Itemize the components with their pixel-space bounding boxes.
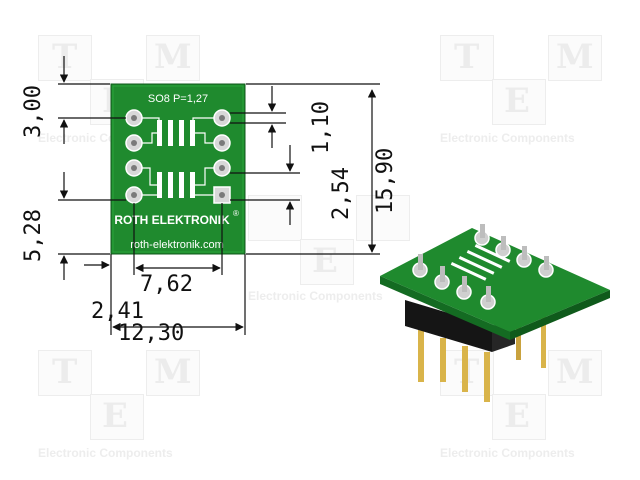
left-pads [125, 109, 143, 204]
brand-registered: ® [233, 209, 239, 218]
brand-line-1: ROTH ELEKTRONIK [114, 213, 230, 227]
photo-pcb [380, 224, 610, 340]
pcb-traces [142, 117, 214, 196]
dim-pad-height: 1,10 [309, 101, 334, 154]
header-pins [418, 312, 546, 402]
extension-lines [58, 83, 380, 335]
smd-footprint [157, 120, 195, 198]
dim-row-spacing: 7,62 [140, 272, 193, 297]
dim-total-height: 15,90 [373, 148, 398, 214]
right-pads [213, 109, 231, 204]
watermark-bottom-left: T M E Electronic Components [38, 350, 238, 460]
dimension-arrows [59, 56, 377, 332]
dim-pitch: 2,54 [329, 167, 354, 220]
watermark-top-right: T M E Electronic Components [440, 35, 640, 145]
pcb-board: SO8 P=1,27 [110, 83, 246, 255]
brand-line-2: roth-elektronik.com [130, 239, 224, 251]
dim-lower-block: 5,28 [21, 209, 46, 262]
dim-edge-offset: 2,41 [91, 299, 144, 324]
dim-top-margin: 3,00 [21, 85, 46, 138]
dim-total-width: 12,30 [118, 321, 184, 346]
board-label: SO8 P=1,27 [148, 93, 208, 105]
